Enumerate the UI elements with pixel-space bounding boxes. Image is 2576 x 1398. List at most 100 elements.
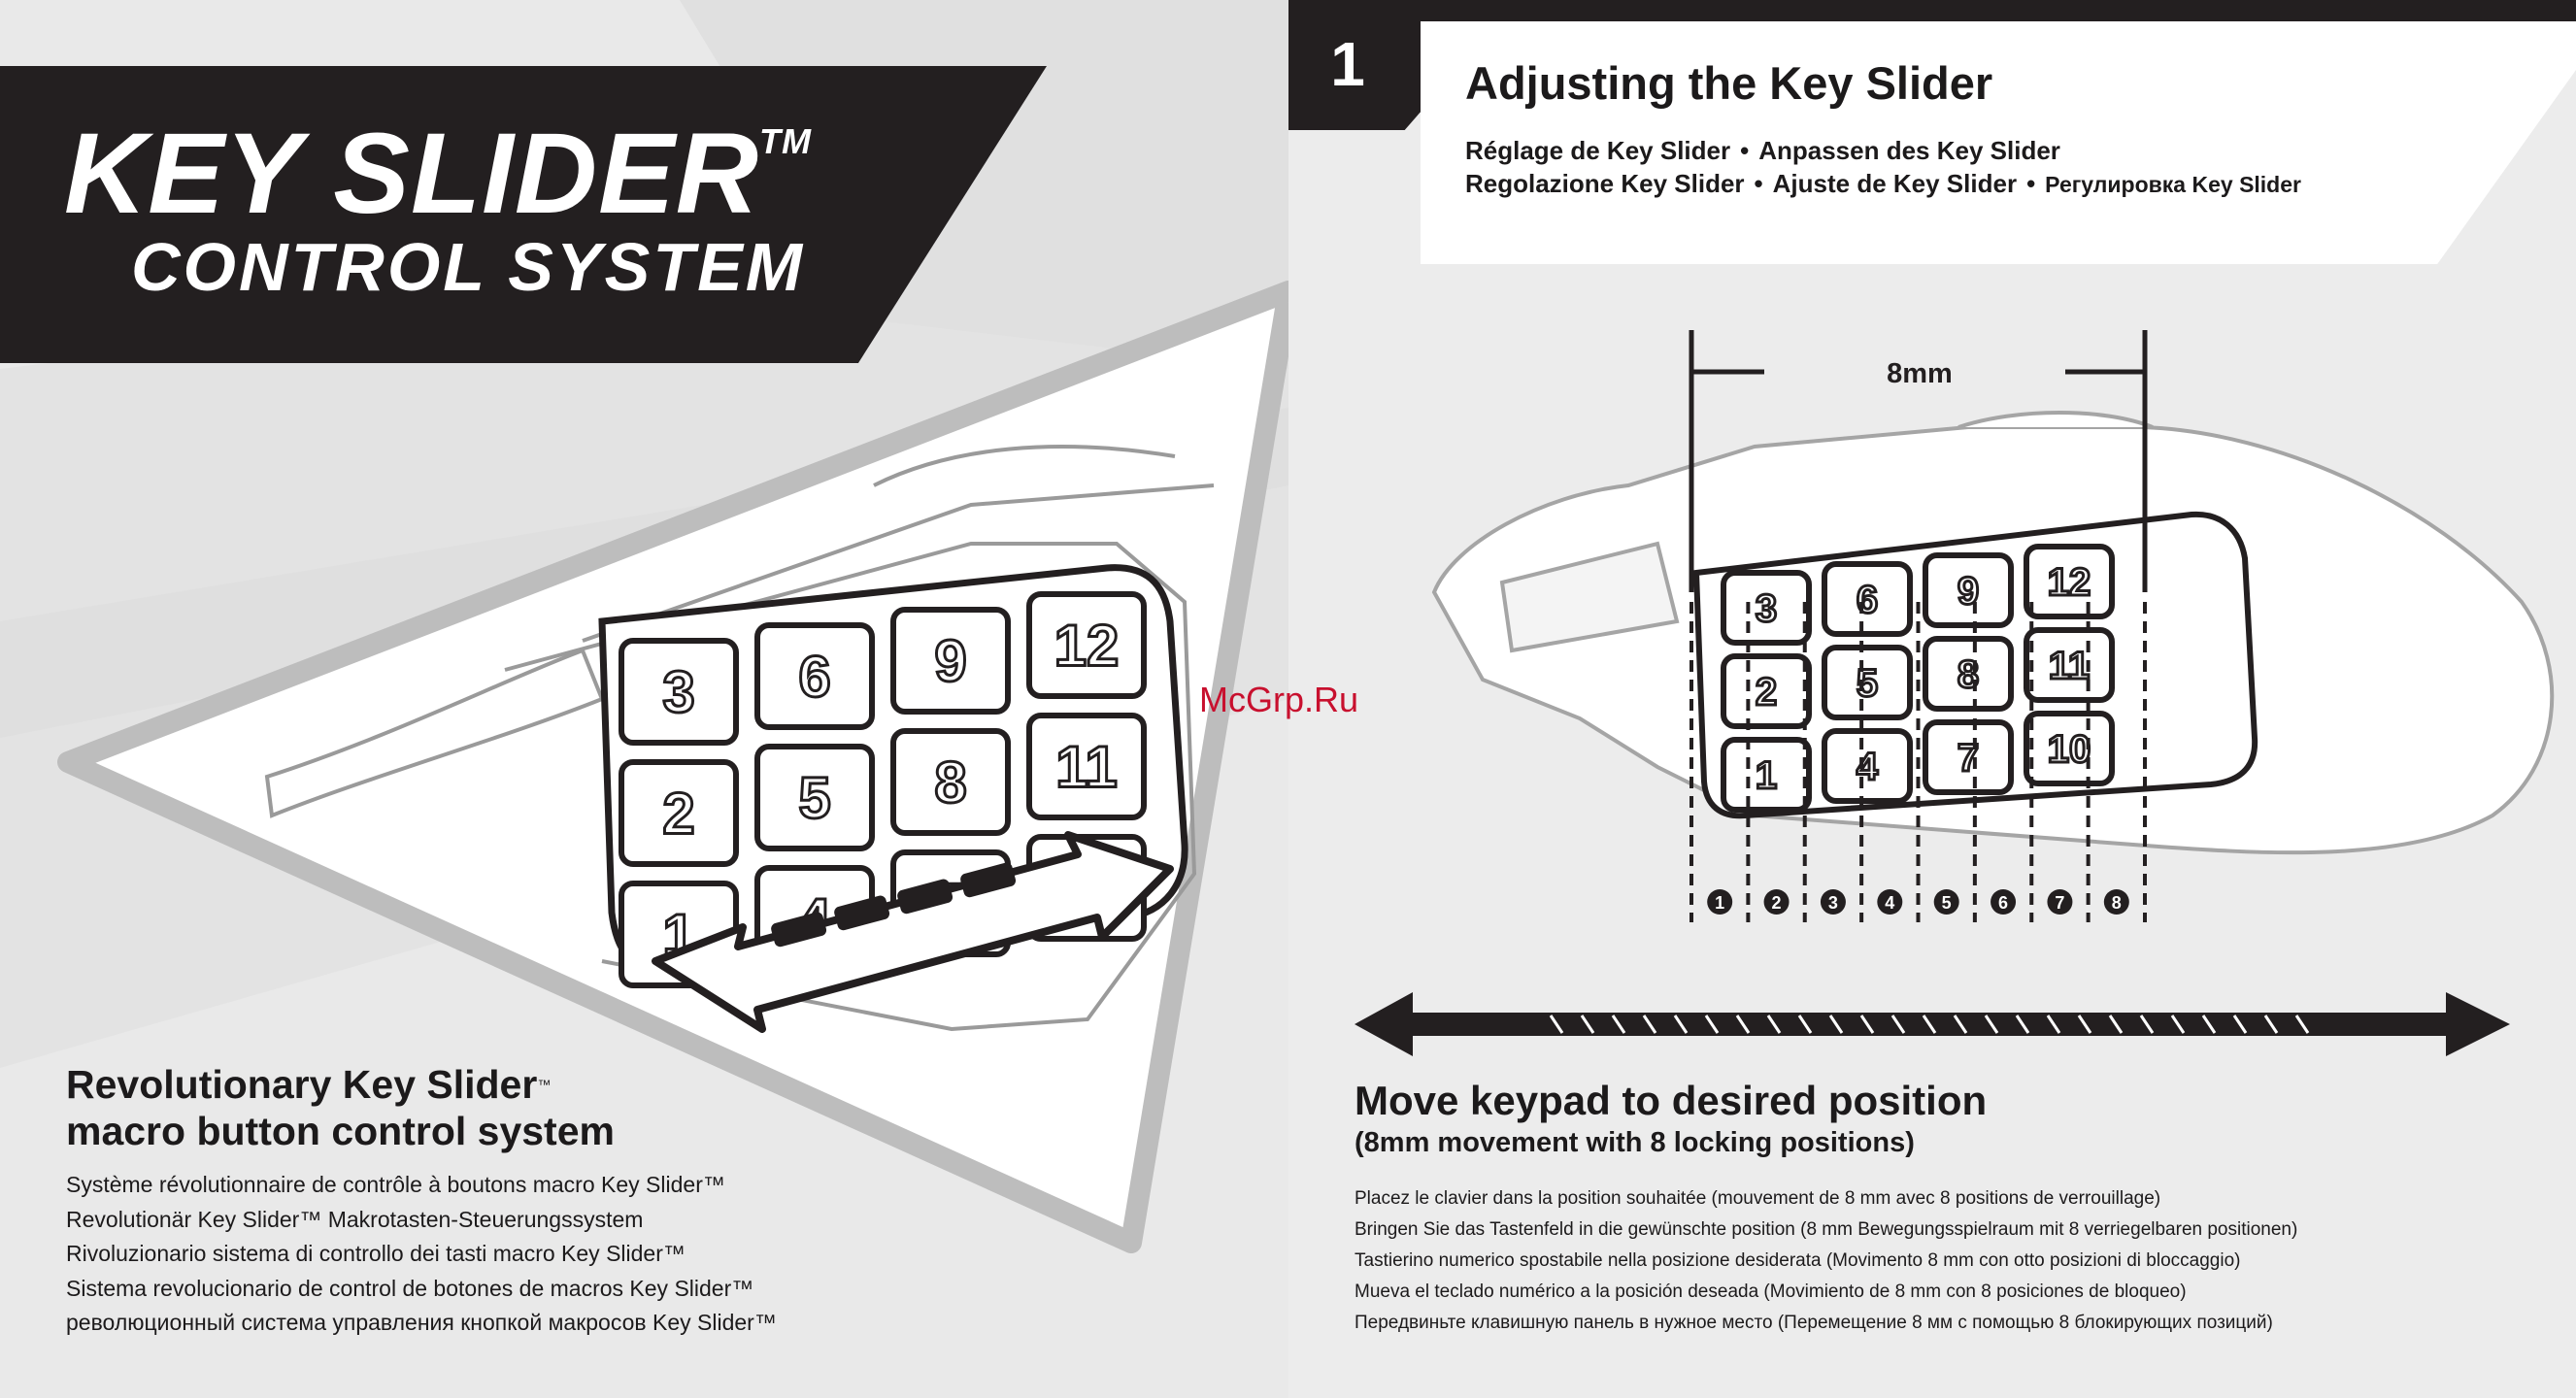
- right-key-7: [1923, 719, 2014, 795]
- position-marker-7: [2047, 889, 2073, 915]
- position-guide-lines: [1689, 602, 2147, 922]
- left-key-11: [1026, 713, 1147, 820]
- arrow-texture-tick: [1922, 1015, 1937, 1034]
- position-marker-label-4: 4: [1885, 893, 1894, 913]
- description-de: Revolutionär Key Slider™ Makrotasten-Ste…: [66, 1206, 644, 1232]
- right-key-3: [1721, 570, 1812, 646]
- arrow-texture-tick: [2294, 1015, 2310, 1034]
- right-key-11: [2024, 627, 2115, 703]
- slide-double-arrow: [652, 831, 1174, 1033]
- position-marker-label-3: 3: [1828, 893, 1838, 913]
- position-marker-1: [1707, 889, 1733, 915]
- position-marker-label-2: 2: [1772, 893, 1782, 913]
- right-key-9: [1923, 552, 2014, 628]
- arrow-texture-tick: [2232, 1015, 2248, 1034]
- arrow-texture-tick: [1611, 1015, 1626, 1034]
- left-key-9: [890, 607, 1011, 715]
- move-description-de: Bringen Sie das Tastenfeld in die gewüns…: [1355, 1219, 2298, 1240]
- right-key-12: [2024, 544, 2115, 619]
- arrow-texture-tick: [2108, 1015, 2124, 1034]
- left-key-label-11: 11: [1055, 735, 1117, 800]
- move-description-fr: Placez le clavier dans la position souha…: [1355, 1188, 2161, 1209]
- watermark: McGrp.Ru: [1199, 680, 1359, 719]
- left-key-2: [619, 759, 739, 867]
- left-key-label-9: 9: [934, 629, 966, 694]
- left-key-12: [1026, 591, 1147, 699]
- move-description-list: Placez le clavier dans la position souha…: [1355, 1183, 2297, 1339]
- left-heading: Revolutionary Key Slider™ macro button c…: [66, 1062, 615, 1153]
- move-description-ru: Передвиньте клавишную панель в нужное ме…: [1355, 1313, 2273, 1333]
- left-key-5: [754, 744, 875, 851]
- title-key-slider: KEY SLIDERTM: [64, 110, 812, 238]
- move-double-arrow: [1355, 992, 2510, 1056]
- left-key-6: [754, 622, 875, 730]
- arrow-texture-tick: [2046, 1015, 2061, 1034]
- arrow-texture-tick: [1766, 1015, 1782, 1034]
- arrow-texture-tick: [1890, 1015, 1906, 1034]
- arrow-texture-tick: [1549, 1015, 1564, 1034]
- right-key-label-6: 6: [1857, 579, 1878, 621]
- position-marker-3: [1820, 889, 1846, 915]
- right-key-label-3: 3: [1756, 587, 1777, 630]
- dimension-8mm: [1689, 330, 2148, 592]
- step-subtitles-line2: Regolazione Key Slider•Ajuste de Key Sli…: [1465, 169, 2301, 198]
- arrow-texture-tick: [2263, 1015, 2279, 1034]
- move-heading: Move keypad to desired position: [1355, 1078, 1988, 1123]
- right-key-5: [1822, 645, 1913, 720]
- slide-track-segments: [771, 862, 1017, 948]
- position-marker-label-5: 5: [1942, 893, 1952, 913]
- arrow-texture-tick: [1953, 1015, 1968, 1034]
- right-page: 1 Adjusting the Key Slider Réglage de Ke…: [1288, 0, 2576, 1398]
- arrow-texture-tick: [1704, 1015, 1720, 1034]
- arrow-texture-tick: [1580, 1015, 1595, 1034]
- right-key-label-5: 5: [1857, 662, 1878, 705]
- position-marker-label-7: 7: [2055, 893, 2064, 913]
- arrow-texture-tick: [1984, 1015, 1999, 1034]
- position-marker-2: [1763, 889, 1790, 915]
- step-badge: [1288, 0, 1421, 130]
- right-key-1: [1721, 737, 1812, 813]
- left-key-label-8: 8: [934, 750, 966, 816]
- right-key-label-2: 2: [1756, 671, 1777, 714]
- position-marker-label-6: 6: [1998, 893, 2008, 913]
- arrow-texture-tick: [1797, 1015, 1813, 1034]
- move-description-it: Tastierino numerico spostabile nella pos…: [1355, 1250, 2241, 1271]
- left-key-3: [619, 638, 739, 746]
- left-description-list: Système révolutionnaire de contrôle à bo…: [66, 1168, 777, 1341]
- left-key-label-6: 6: [798, 645, 830, 710]
- arrow-texture-tick: [2015, 1015, 2030, 1034]
- step-number: 1: [1330, 29, 1365, 99]
- position-marker-label-1: 1: [1715, 893, 1724, 913]
- title-banner: [0, 66, 1047, 363]
- left-key-label-5: 5: [798, 766, 830, 831]
- right-key-label-1: 1: [1756, 754, 1777, 797]
- description-fr: Système révolutionnaire de contrôle à bo…: [66, 1172, 725, 1197]
- right-key-2: [1721, 653, 1812, 729]
- arrow-texture-tick: [1673, 1015, 1689, 1034]
- left-key-8: [890, 728, 1011, 836]
- left-key-label-3: 3: [662, 660, 694, 725]
- right-key-6: [1822, 561, 1913, 637]
- left-key-label-2: 2: [662, 782, 694, 847]
- top-bar: [1288, 0, 2576, 21]
- arrow-texture-tick: [1642, 1015, 1657, 1034]
- right-key-label-10: 10: [2048, 728, 2091, 771]
- right-key-8: [1923, 636, 2014, 712]
- arrow-texture-tick: [2201, 1015, 2217, 1034]
- arrow-texture-tick: [1859, 1015, 1875, 1034]
- description-es: Sistema revolucionario de control de bot…: [66, 1275, 754, 1301]
- step-subtitles-line1: Réglage de Key Slider•Anpassen des Key S…: [1465, 136, 2060, 165]
- position-marker-6: [1991, 889, 2017, 915]
- dimension-label: 8mm: [1887, 358, 1953, 389]
- description-it: Rivoluzionario sistema di controllo dei …: [66, 1241, 686, 1266]
- title-control-system: CONTROL SYSTEM: [131, 229, 806, 305]
- header-panel: [1421, 21, 2576, 264]
- arrow-texture-tick: [1828, 1015, 1844, 1034]
- arrow-texture-tick: [2139, 1015, 2155, 1034]
- position-marker-4: [1877, 889, 1903, 915]
- left-key-label-12: 12: [1054, 614, 1120, 679]
